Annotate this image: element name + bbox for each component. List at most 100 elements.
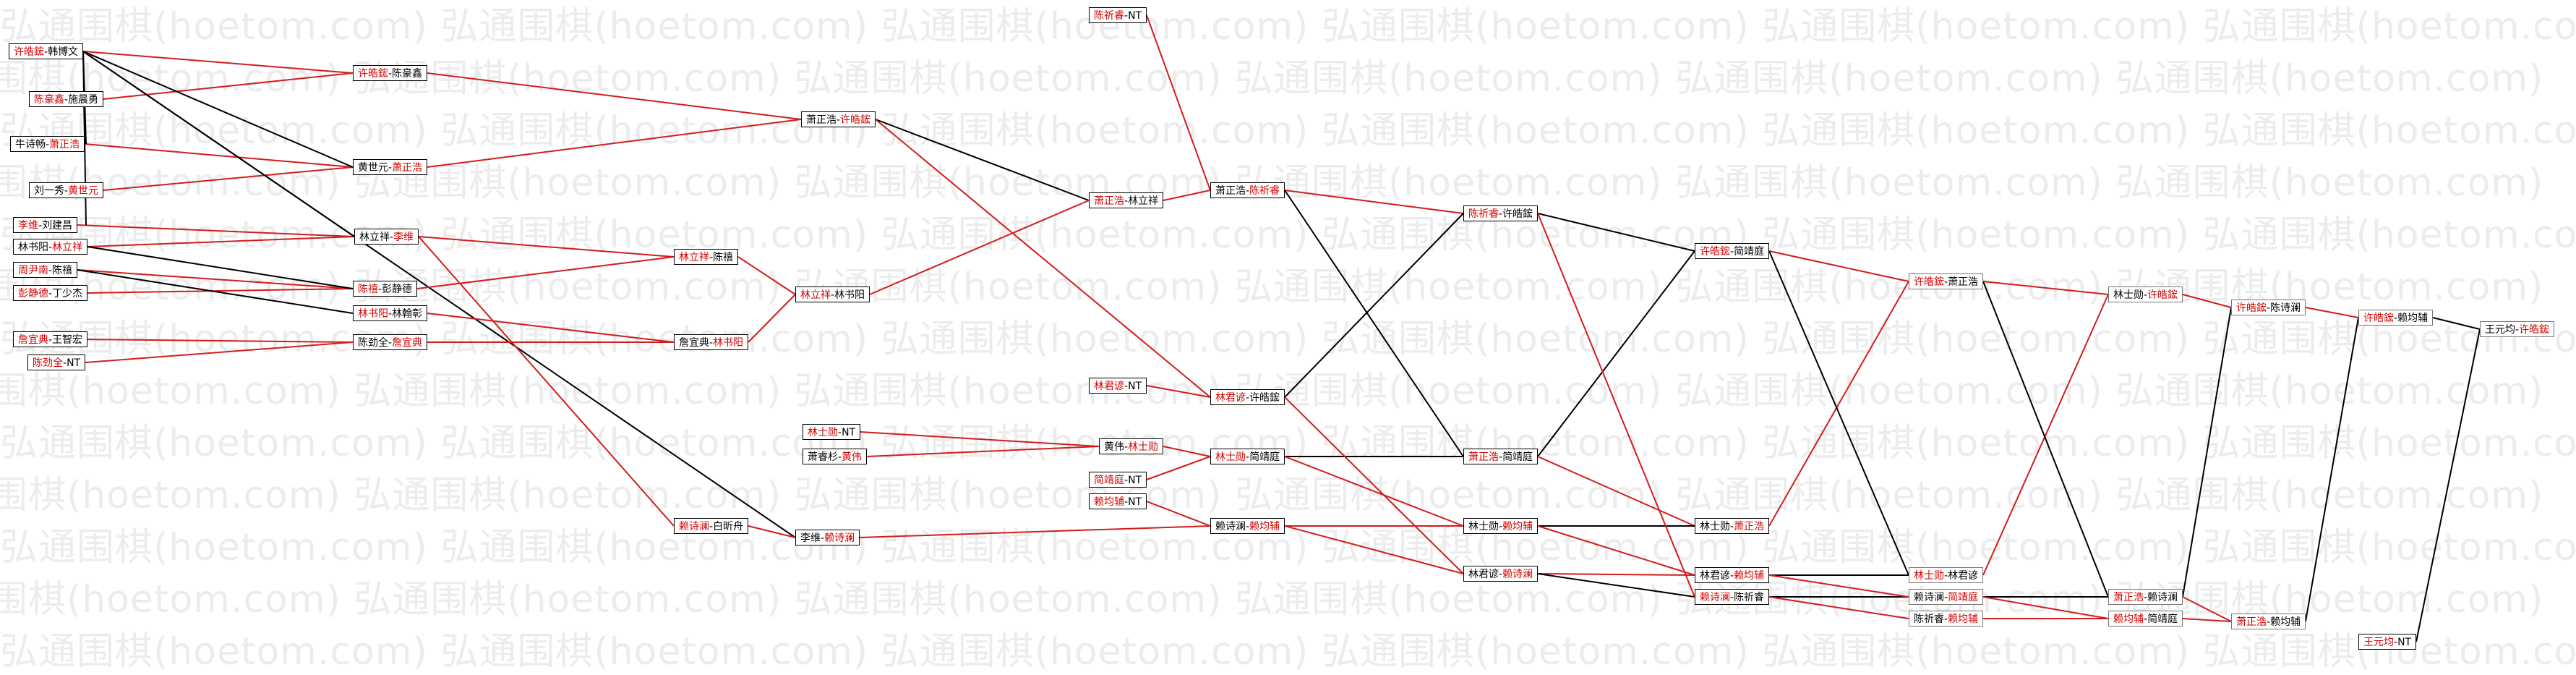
connector-line [1768, 596, 1909, 619]
match-box[interactable]: 林士勋-萧正浩 [1695, 518, 1770, 534]
match-box[interactable]: 林立祥-陈禧 [674, 249, 739, 265]
separator: - [1730, 570, 1734, 582]
match-box[interactable]: 王元均-NT [2358, 634, 2417, 650]
connector-line [1768, 250, 1909, 282]
separator: - [838, 427, 842, 438]
match-box[interactable]: 萧正浩-陈祈睿 [1210, 182, 1285, 198]
player-one: 萧正浩 [2236, 616, 2267, 628]
match-box[interactable]: 林士勋-林君谚 [1909, 567, 1984, 583]
separator: - [63, 357, 67, 369]
match-box[interactable]: 林书阳-林立祥 [13, 239, 88, 255]
connector-line [77, 269, 354, 314]
match-box[interactable]: 林士勋-许皓鋐 [2108, 286, 2183, 302]
player-one: 萧正浩 [1215, 185, 1246, 197]
match-box[interactable]: 许皓鋐-韩博文 [9, 43, 84, 59]
match-box[interactable]: 萧睿杉-黄伟 [803, 449, 868, 464]
match-box[interactable]: 陈祈睿-赖均辅 [1909, 611, 1984, 627]
match-box[interactable]: 萧正浩-许皓鋐 [801, 111, 876, 127]
connector-line [748, 525, 796, 538]
connector-line [87, 246, 354, 289]
player-one: 林君谚 [1215, 392, 1246, 404]
match-box[interactable]: 林书阳-林翰彰 [353, 305, 428, 321]
match-box[interactable]: 李维-赖诗澜 [795, 530, 860, 545]
match-box[interactable]: 黄世元-萧正浩 [353, 159, 428, 175]
match-box[interactable]: 赖诗澜-陈祈睿 [1695, 589, 1770, 605]
match-box[interactable]: 许皓鋐-赖均辅 [2358, 310, 2434, 326]
match-box[interactable]: 萧正浩-林立祥 [1089, 192, 1164, 208]
match-box[interactable]: 萧正浩-赖均辅 [2231, 614, 2306, 629]
match-box[interactable]: 赖均辅-简靖庭 [2108, 611, 2183, 627]
match-box[interactable]: 许皓鋐-简靖庭 [1695, 243, 1770, 259]
match-box[interactable]: 许皓鋐-陈豪鑫 [353, 65, 428, 81]
match-box[interactable]: 林君谚-许皓鋐 [1210, 389, 1285, 405]
match-box[interactable]: 林君谚-赖诗澜 [1463, 566, 1539, 582]
player-one: 赖均辅 [2113, 614, 2144, 625]
player-one: 陈祈睿 [1468, 208, 1499, 220]
match-box[interactable]: 詹宜典-林书阳 [674, 334, 749, 350]
match-box[interactable]: 赖诗澜-简靖庭 [1909, 589, 1984, 605]
match-box[interactable]: 萧正浩-赖诗澜 [2108, 589, 2183, 605]
match-box[interactable]: 林君谚-赖均辅 [1695, 567, 1770, 583]
match-box[interactable]: 詹宜典-王智宏 [13, 331, 88, 347]
player-two: 萧正浩 [392, 162, 423, 174]
connector-line [1146, 456, 1211, 480]
player-two: 林书阳 [713, 337, 744, 349]
player-two: 简靖庭 [2147, 614, 2178, 625]
player-one: 赖诗澜 [1215, 521, 1246, 532]
match-box[interactable]: 林立祥-林书阳 [795, 286, 870, 302]
match-box[interactable]: 彭静德-丁少杰 [13, 285, 88, 301]
match-box[interactable]: 黄伟-林士勋 [1099, 438, 1164, 454]
match-box[interactable]: 赖均辅-NT [1089, 493, 1147, 509]
connector-line [82, 51, 796, 538]
player-one: 萧睿杉 [808, 451, 838, 463]
player-one: 林士勋 [808, 427, 838, 438]
player-two: NT [1128, 10, 1142, 22]
match-box[interactable]: 周尹南-陈禧 [13, 262, 78, 278]
match-box[interactable]: 李维-刘建昌 [13, 217, 78, 233]
separator: - [64, 185, 69, 197]
match-box[interactable]: 林立祥-李维 [354, 229, 419, 245]
player-one: 詹宜典 [679, 337, 709, 349]
player-one: 许皓鋐 [1914, 276, 1944, 288]
player-one: 萧正浩 [1468, 451, 1499, 463]
player-two: 林士勋 [1128, 441, 1159, 453]
player-two: 陈禧 [52, 265, 73, 276]
match-box[interactable]: 许皓鋐-萧正浩 [1909, 273, 1984, 289]
match-box[interactable]: 刘一秀-黄世元 [29, 182, 104, 198]
match-box[interactable]: 陈祈睿-NT [1089, 7, 1147, 23]
match-box[interactable]: 陈劲全-NT [27, 355, 86, 370]
match-box[interactable]: 简靖庭-NT [1089, 472, 1147, 488]
player-two: 林立祥 [52, 242, 83, 253]
match-box[interactable]: 林士勋-简靖庭 [1210, 449, 1285, 464]
match-box[interactable]: 赖诗澜-白昕舟 [674, 518, 749, 534]
match-box[interactable]: 陈祈睿-许皓鋐 [1463, 205, 1539, 221]
player-two: NT [842, 427, 856, 438]
match-box[interactable]: 林士勋-赖均辅 [1463, 518, 1539, 534]
connector-line [2432, 317, 2481, 330]
match-box[interactable]: 牛诗畅-萧正浩 [10, 136, 85, 152]
connector-line [875, 119, 1090, 201]
player-one: 黄伟 [1104, 441, 1124, 453]
connector-line [2182, 618, 2232, 622]
separator: - [48, 288, 53, 300]
match-box[interactable]: 萧正浩-简靖庭 [1463, 449, 1539, 464]
match-box[interactable]: 王元均-许皓鋐 [2480, 321, 2555, 337]
player-two: 赖诗澜 [2147, 592, 2178, 603]
match-box[interactable]: 陈劲全-詹宜典 [353, 334, 428, 350]
player-two: 林立祥 [1128, 195, 1159, 207]
player-one: 李维 [18, 220, 38, 232]
separator: - [2394, 637, 2398, 648]
player-two: 陈禧 [713, 252, 734, 263]
match-box[interactable]: 陈禧-彭静德 [353, 281, 418, 297]
match-box[interactable]: 赖诗澜-赖均辅 [1210, 518, 1285, 534]
separator: - [1499, 521, 1503, 532]
match-box[interactable]: 陈豪鑫-施晨勇 [29, 91, 104, 107]
match-box[interactable]: 林士勋-NT [803, 424, 861, 440]
connector-line [1163, 446, 1211, 457]
connector-line [1768, 574, 1909, 598]
match-box[interactable]: 许皓鋐-陈诗澜 [2231, 300, 2306, 315]
match-box[interactable]: 林君谚-NT [1089, 378, 1147, 394]
separator: - [38, 220, 43, 232]
connector-line [2305, 317, 2359, 622]
separator: - [48, 265, 53, 276]
